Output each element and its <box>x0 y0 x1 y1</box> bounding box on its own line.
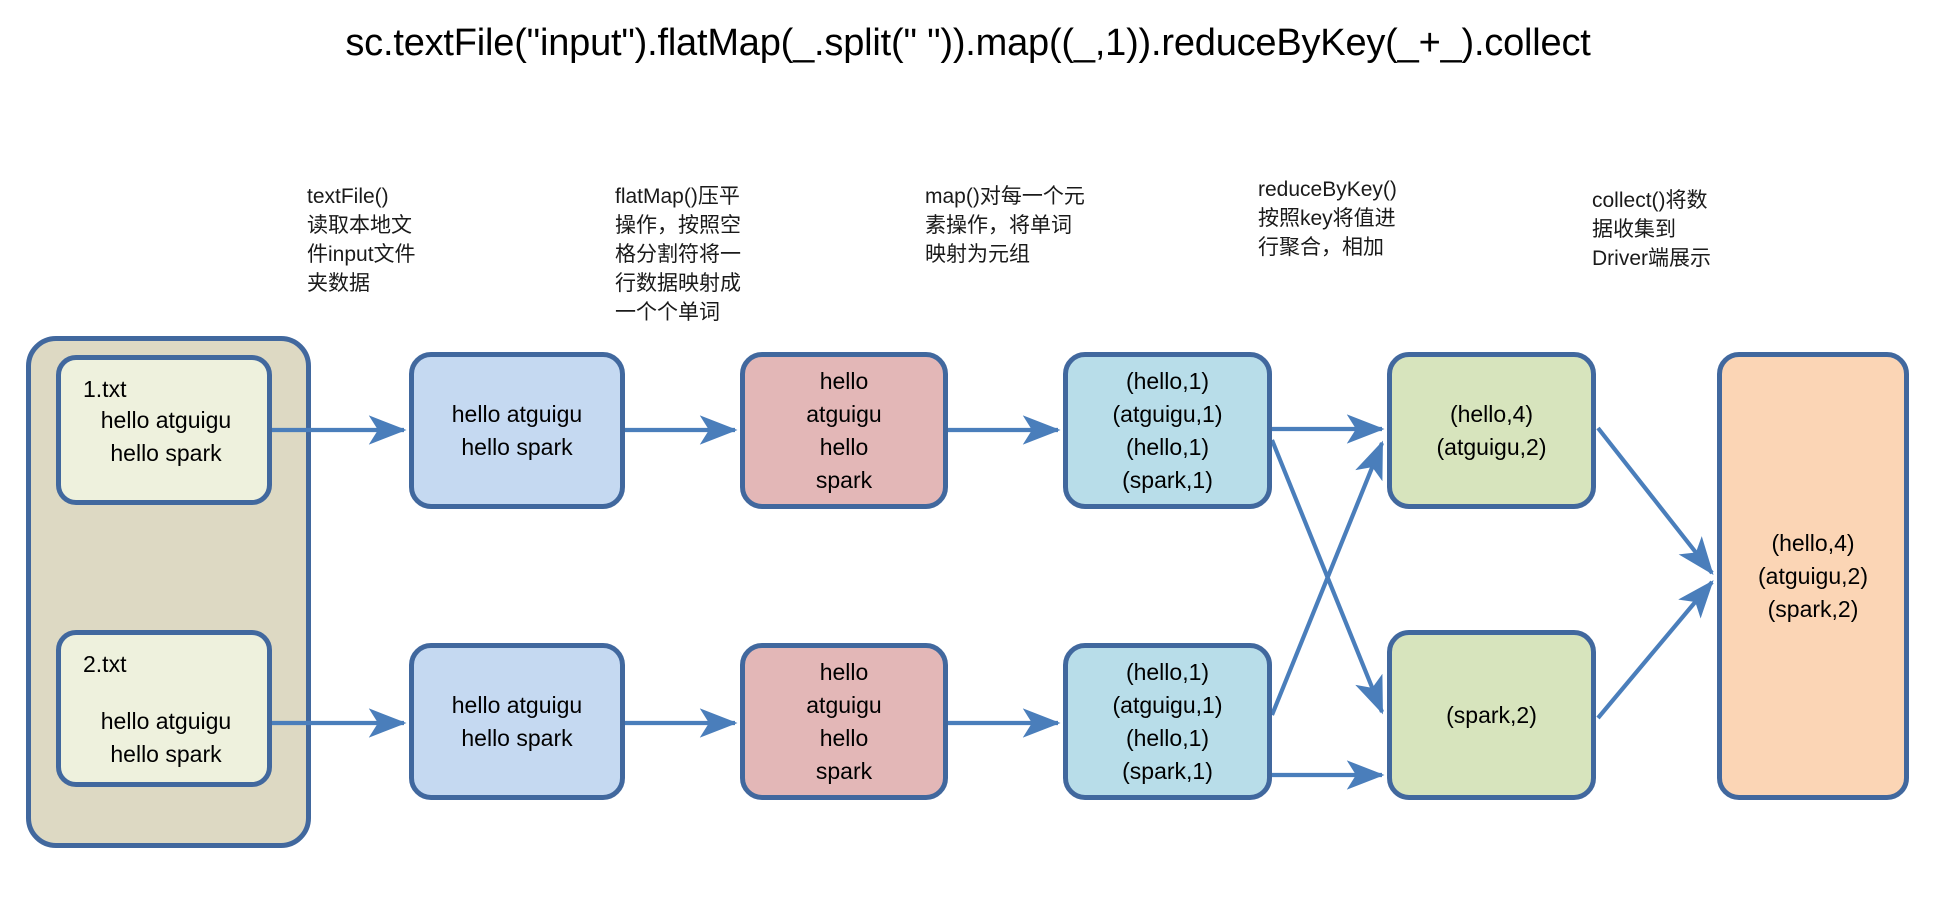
file-name-1: 1.txt <box>83 376 127 402</box>
arrow-tuples2-to-reduced1 <box>1270 440 1384 716</box>
file-content-1: hello atguigu hello spark <box>100 407 232 466</box>
textfile-output-box-2[interactable]: hello atguigu hello spark <box>409 643 625 800</box>
file-content-2: hello atguigu hello spark <box>100 708 232 767</box>
file-box-1[interactable]: 1.txt hello atguigu hello spark <box>56 355 272 505</box>
annotation-map: map()对每一个元 素操作，将单词 映射为元组 <box>925 185 1085 266</box>
page-title: sc.textFile("input").flatMap(_.split(" "… <box>345 22 1591 64</box>
reducebykey-output-box-2[interactable]: (spark,2) <box>1387 630 1596 800</box>
arrow-reduced1-to-collect <box>1596 426 1714 575</box>
collect-output-box[interactable]: (hello,4) (atguigu,2) (spark,2) <box>1717 352 1909 800</box>
textfile-output-box-1[interactable]: hello atguigu hello spark <box>409 352 625 509</box>
map-output-box-2[interactable]: (hello,1) (atguigu,1) (hello,1) (spark,1… <box>1063 643 1272 800</box>
arrow-reduced2-to-collect <box>1596 580 1714 720</box>
annotation-textfile: textFile() 读取本地文 件input文件 夹数据 <box>307 185 416 295</box>
annotation-reducebykey: reduceByKey() 按照key将值进 行聚合，相加 <box>1258 178 1397 259</box>
flatmap-output-box-2[interactable]: hello atguigu hello spark <box>740 643 948 800</box>
annotation-collect: collect()将数 据收集到 Driver端展示 <box>1592 189 1711 270</box>
annotation-flatmap: flatMap()压平 操作，按照空 格分割符将一 行数据映射成 一个个单词 <box>615 185 741 324</box>
map-output-box-1[interactable]: (hello,1) (atguigu,1) (hello,1) (spark,1… <box>1063 352 1272 509</box>
reducebykey-output-box-1[interactable]: (hello,4) (atguigu,2) <box>1387 352 1596 509</box>
flatmap-output-box-1[interactable]: hello atguigu hello spark <box>740 352 948 509</box>
file-box-2[interactable]: 2.txt hello atguigu hello spark <box>56 630 272 787</box>
file-name-2: 2.txt <box>83 651 127 677</box>
arrow-tuples1-to-reduced2 <box>1270 439 1384 715</box>
